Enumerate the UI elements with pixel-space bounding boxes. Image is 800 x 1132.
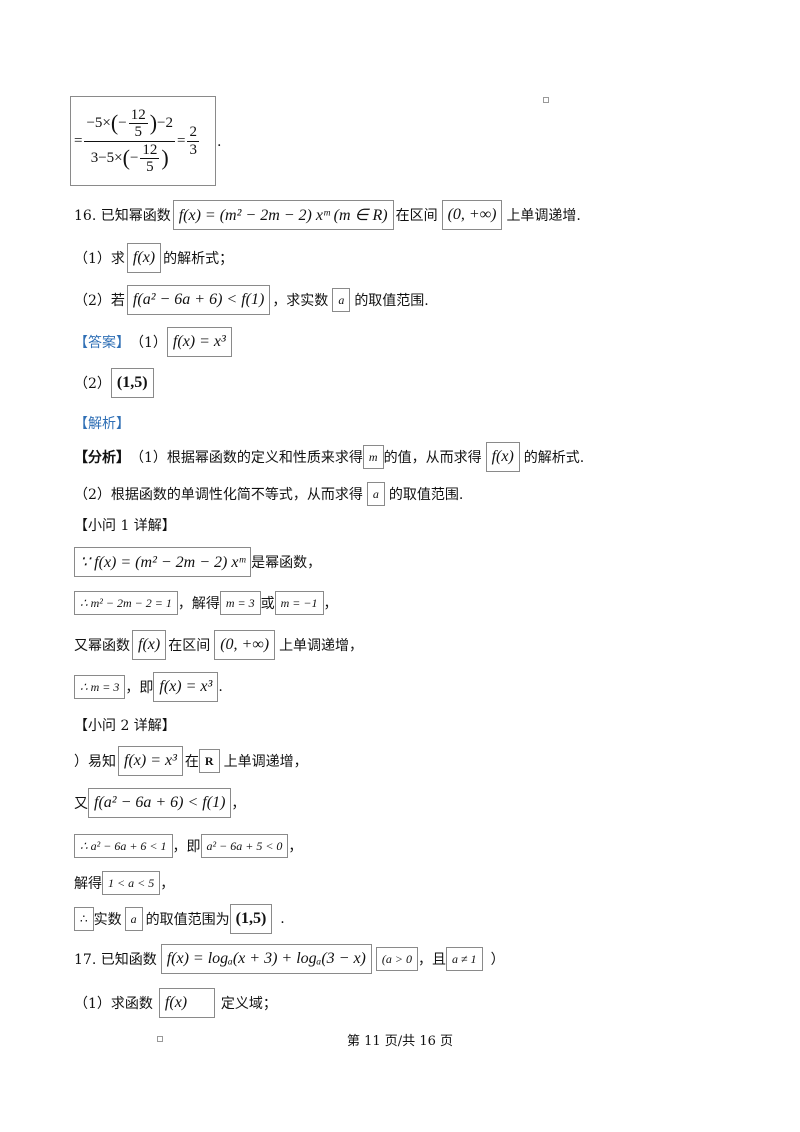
analysis-1: 【分析】 （1）根据幂函数的定义和性质来求得 m 的值，从而求得 f(x) 的解…: [74, 440, 584, 474]
marker-dot: [543, 97, 549, 103]
analysis-label: 【解析】: [74, 416, 130, 432]
fraction-end: .: [217, 134, 222, 150]
question-16: 16. 已知幂函数 f(x) = (m² − 2m − 2) xᵐ (m ∈ R…: [74, 198, 581, 232]
q16-part1: （1）求 f(x) 的解析式；: [74, 241, 233, 275]
step2-line4: 解得 1 < a < 5 ，: [74, 866, 174, 900]
q16-part2: （2）若 f(a² − 6a + 6) < f(1) ，求实数 a 的取值范围.: [74, 283, 429, 317]
sub1-label: 【小问 1 详解】: [74, 518, 176, 534]
step1-line1: ∵ f(x) = (m² − 2m − 2) xᵐ 是幂函数，: [74, 545, 321, 579]
step2-line5: ∴ 实数 a 的取值范围为 (1,5) .: [74, 902, 285, 936]
step1-line2: ∴ m² − 2m − 2 = 1 ，解得 m = 3 或 m = −1 ，: [74, 586, 338, 620]
answer-line-2: （2） (1,5): [74, 366, 154, 400]
step2-line2: 又 f(a² − 6a + 6) < f(1) ，: [74, 786, 245, 820]
step2-line1: ）易知 f(x) = x³ 在 R 上单调递增，: [74, 744, 308, 778]
marker-dot: [157, 1036, 163, 1042]
analysis-2: （2）根据函数的单调性化简不等式，从而求得 a 的取值范围.: [74, 477, 463, 511]
answer-line-1: 【答案】 （1） f(x) = x³: [74, 325, 232, 359]
sub2-label: 【小问 2 详解】: [74, 718, 176, 734]
eq-sign: =: [74, 132, 83, 149]
step1-line3: 又幂函数 f(x) 在区间 (0, +∞) 上单调递增，: [74, 628, 363, 662]
page-footer: 第 11 页/共 16 页: [347, 1034, 453, 1049]
q17-part1: （1）求函数 f(x) 定义域；: [74, 986, 277, 1020]
step1-line4: ∴ m = 3 ，即 f(x) = x³ .: [74, 670, 223, 704]
result-fraction: 2 3: [187, 124, 199, 158]
question-17: 17. 已知函数 f(x) = logₐ(x + 3) + logₐ(3 − x…: [74, 942, 505, 976]
step2-line3: ∴ a² − 6a + 6 < 1 ，即 a² − 6a + 5 < 0 ，: [74, 829, 302, 863]
